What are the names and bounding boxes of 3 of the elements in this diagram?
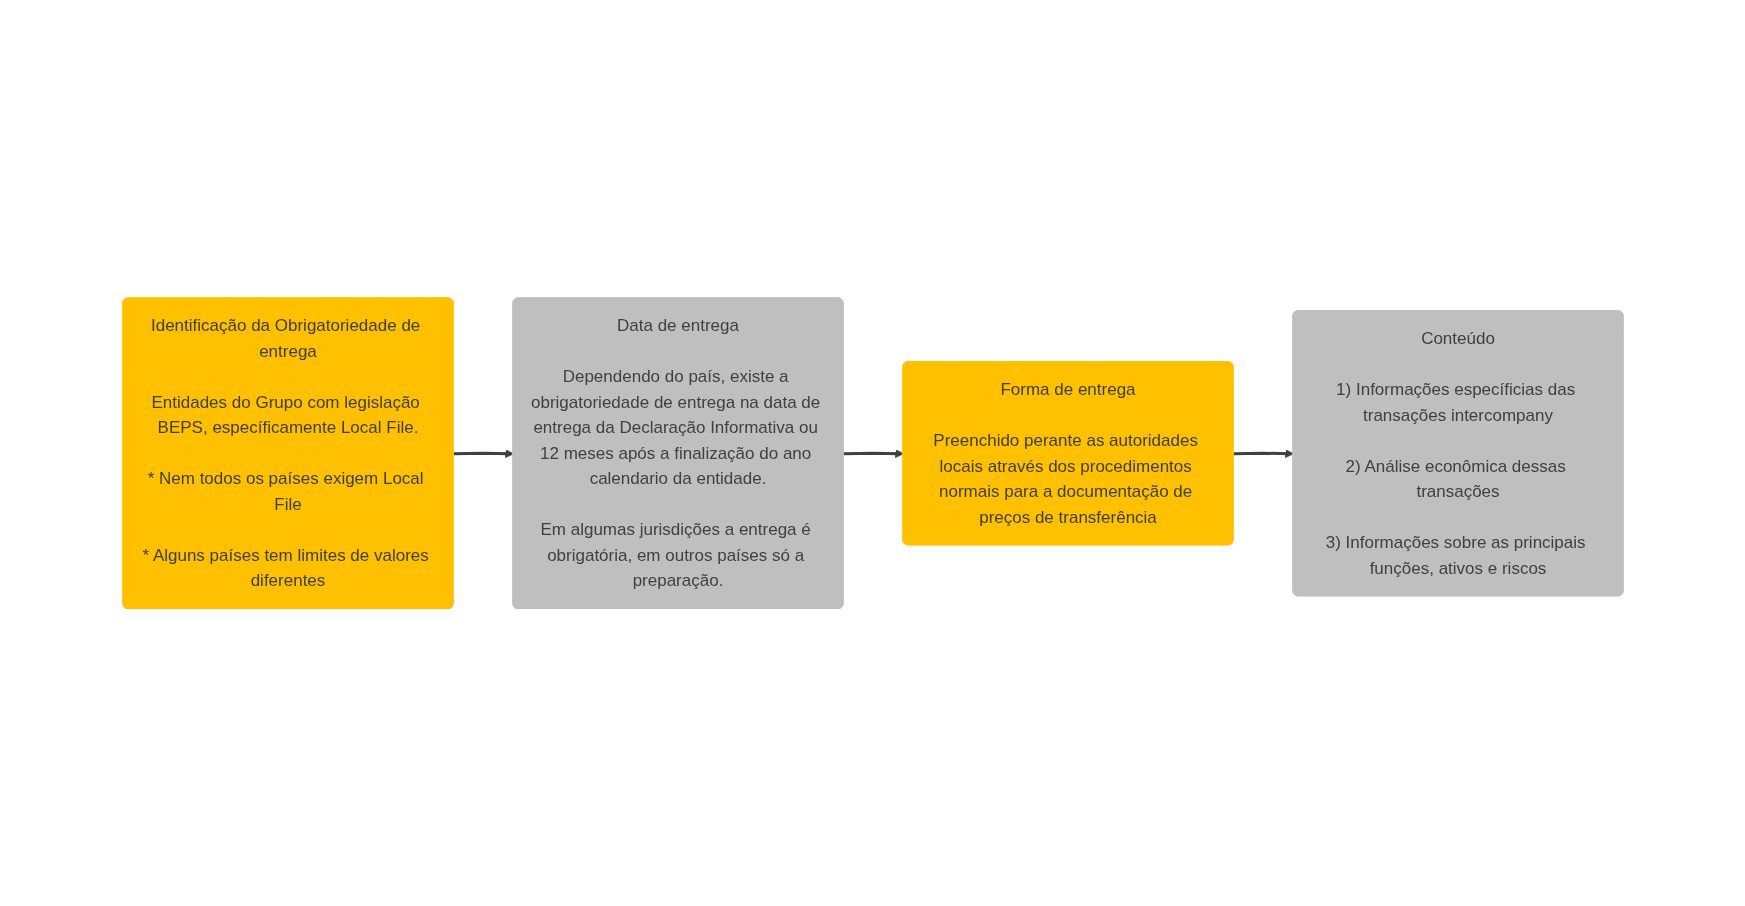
arrow	[452, 448, 514, 458]
arrow	[1232, 448, 1294, 458]
arrow	[842, 448, 904, 458]
